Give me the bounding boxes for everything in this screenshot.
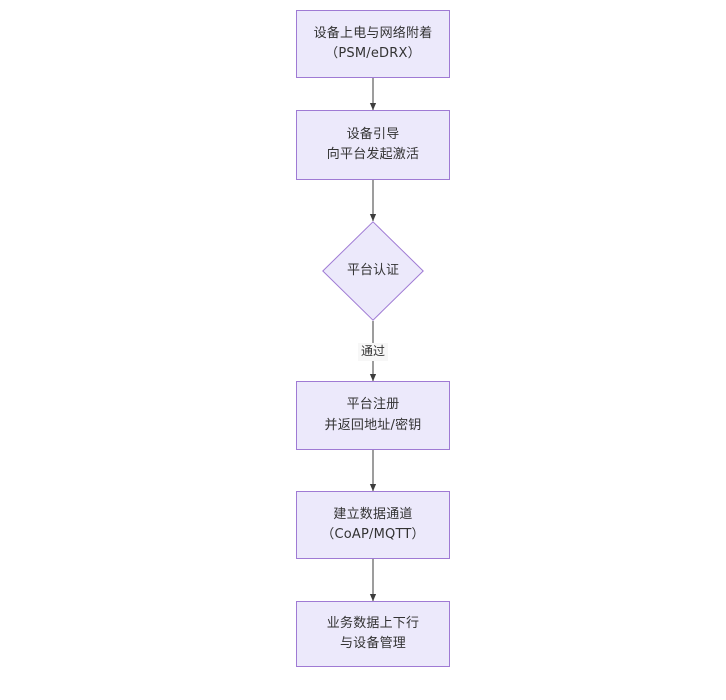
process-node-n2[interactable]: 设备引导向平台发起激活 bbox=[296, 110, 450, 180]
decision-node-label: 平台认证 bbox=[322, 221, 424, 321]
node-text-line: 建立数据通道 bbox=[333, 506, 413, 522]
diamond-shape bbox=[322, 221, 424, 321]
process-node-n5[interactable]: 建立数据通道 （CoAP/MQTT） bbox=[296, 491, 450, 559]
node-text-line: （PSM/eDRX） bbox=[325, 46, 421, 61]
decision-node-platform-auth[interactable]: 平台认证 bbox=[322, 221, 424, 321]
node-text-line: 设备上电与网络附着 bbox=[313, 25, 433, 41]
node-text-line: 并返回地址/密钥 bbox=[324, 417, 422, 433]
node-text-line: 向平台发起激活 bbox=[326, 147, 420, 162]
node-text-line: 业务数据上下行 bbox=[326, 615, 420, 631]
node-text-line: 与设备管理 bbox=[339, 636, 406, 651]
node-text-line: 设备引导 bbox=[346, 126, 400, 142]
node-text-line: 平台注册 bbox=[346, 397, 400, 413]
edge-label-pass: 通过 bbox=[358, 343, 389, 361]
process-node-n1[interactable]: 设备上电与网络附着 （PSM/eDRX） bbox=[296, 10, 450, 78]
node-text-line: 平台认证 bbox=[346, 263, 399, 279]
process-node-n4[interactable]: 平台注册并返回地址/密钥 bbox=[296, 381, 450, 450]
process-node-n6[interactable]: 业务数据上下行与设备管理 bbox=[296, 601, 450, 667]
node-text-line: （CoAP/MQTT） bbox=[321, 527, 425, 542]
